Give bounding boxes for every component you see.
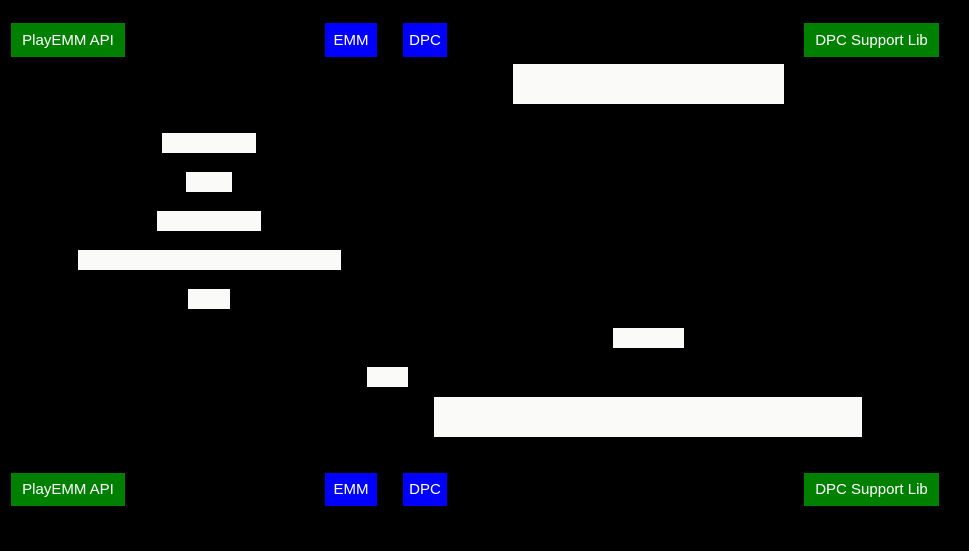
message-line-2: .addAndroidForWorkAccount(token, account…	[435, 495, 823, 511]
lifeline-emm	[350, 57, 351, 473]
participant-label: DPC	[409, 481, 441, 498]
message-add-android-for-work-account: androidForWorkAccountSupport .addAndroid…	[434, 397, 862, 511]
message-line-1: androidForWorkAccountSupport	[545, 104, 752, 120]
participant-label: DPC Support Lib	[815, 31, 928, 49]
participant-footer-playemm-api[interactable]: PlayEMM API	[11, 473, 125, 506]
participant-label: PlayEMM API	[22, 481, 114, 498]
participant-footer-dpc-support-lib[interactable]: DPC Support Lib	[804, 473, 939, 506]
message-line-1: callback()	[617, 370, 680, 386]
participant-label: DPC	[409, 31, 441, 49]
participant-header-dpc[interactable]: DPC	[403, 23, 447, 57]
participant-header-playemm-api[interactable]: PlayEMM API	[11, 23, 125, 57]
lifeline-dpc-support-lib	[871, 57, 872, 473]
sequence-diagram-canvas: PlayEMM API EMM DPC DPC Support Lib andr…	[11, 23, 939, 511]
message-users-insert: users.insert()	[162, 133, 256, 191]
participant-footer-dpc[interactable]: DPC	[403, 473, 447, 506]
lifeline-playemm-api	[67, 57, 68, 473]
participant-footer-emm[interactable]: EMM	[325, 473, 377, 506]
message-ensure-working-environment: androidForWorkAccountSupport .ensureWork…	[513, 64, 784, 178]
message-token-lower: token	[367, 367, 408, 425]
message-callback: callback()	[613, 328, 684, 386]
message-line-1: token	[369, 409, 406, 425]
lifeline-dpc	[424, 57, 425, 473]
message-user-id: userID	[186, 172, 232, 230]
participant-label: DPC Support Lib	[815, 481, 928, 498]
participant-label: PlayEMM API	[22, 31, 114, 49]
participant-label: EMM	[333, 31, 369, 49]
participant-header-dpc-support-lib[interactable]: DPC Support Lib	[804, 23, 939, 57]
message-line-2: .ensureWorkingEnvironment(callback)	[514, 162, 759, 178]
message-token-upper: token	[188, 289, 230, 347]
message-line-1: token	[191, 331, 227, 347]
message-users-update: users.update()	[157, 211, 261, 269]
participant-label: EMM	[333, 481, 369, 498]
message-users-generate-authentication-token: users.generateAuthenticationToken()	[78, 250, 341, 308]
message-line-1: androidForWorkAccountSupport	[544, 437, 752, 453]
participant-header-emm[interactable]: EMM	[325, 23, 377, 57]
